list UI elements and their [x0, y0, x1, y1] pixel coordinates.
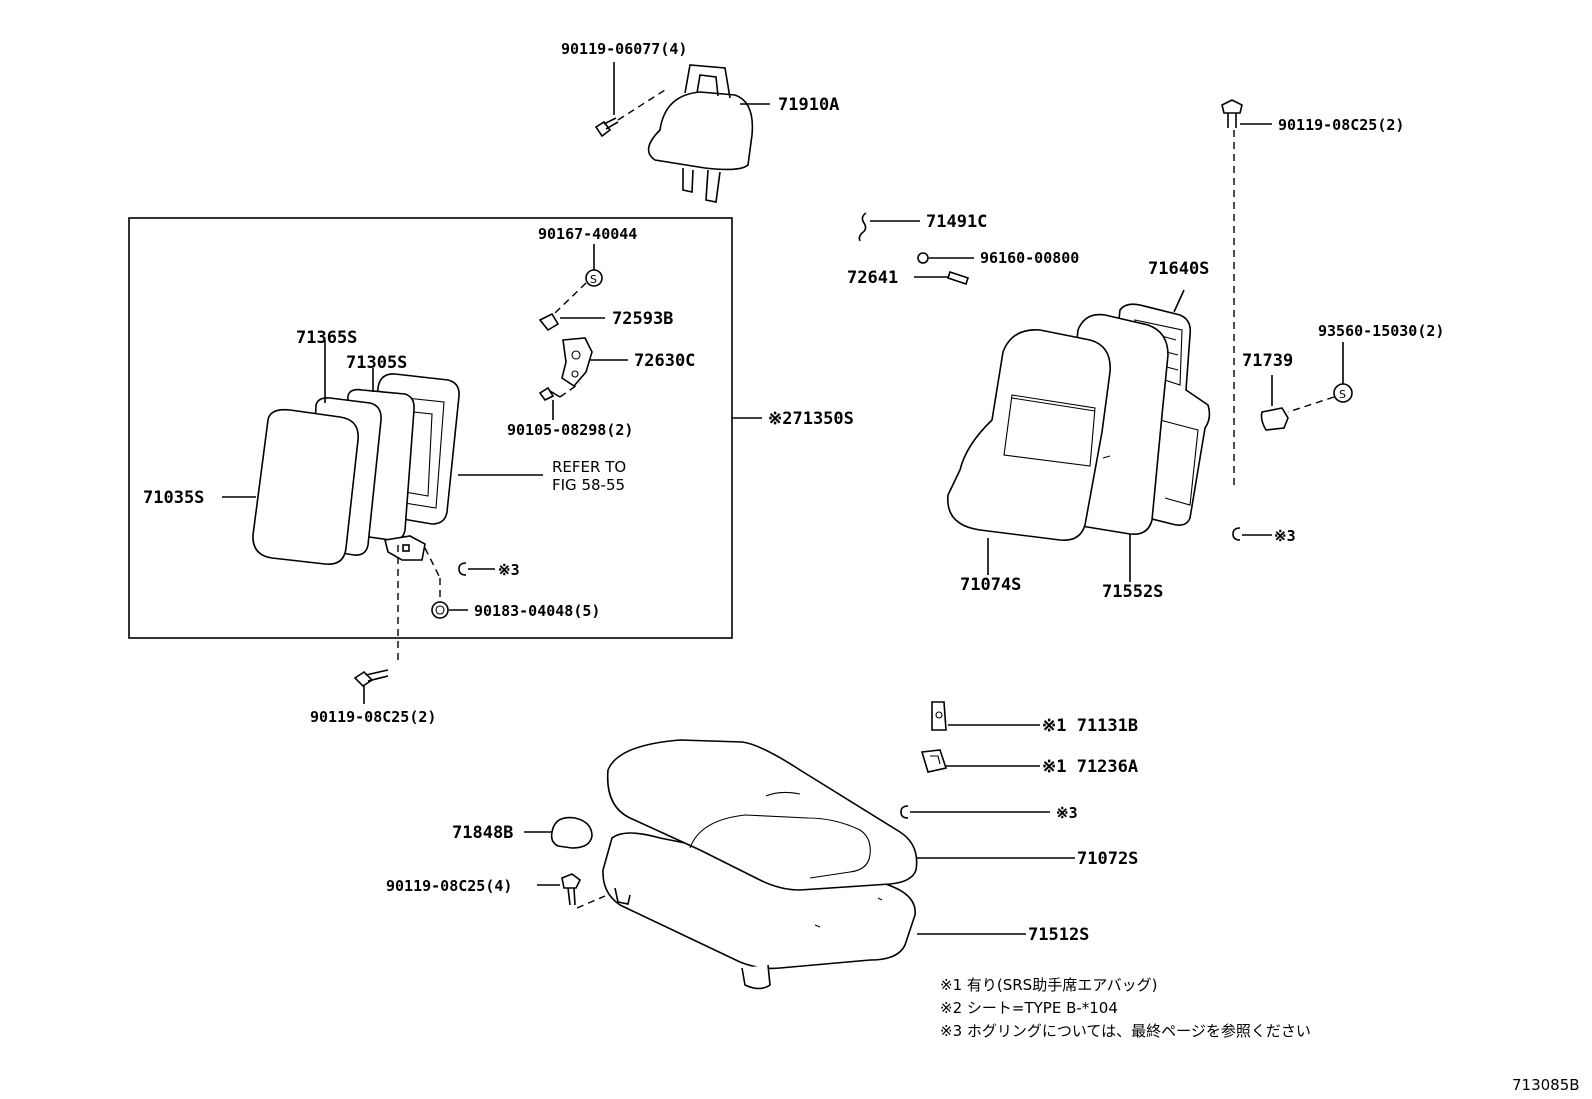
clip-93560-icon: S [1333, 383, 1353, 403]
hog-ring-71491C-icon [858, 212, 867, 242]
dash-line [559, 382, 581, 398]
part-label-96160-00800[interactable]: 96160-00800 [980, 249, 1079, 267]
hog-ring-ref-inner[interactable]: ※3 [498, 561, 520, 579]
part-label-90119-08C25-bottom[interactable]: 90119-08C25(4) [386, 877, 512, 895]
hog-ring-icon [458, 562, 467, 576]
part-label-71491C[interactable]: 71491C [926, 212, 987, 232]
part-label-90119-08C25-top[interactable]: 90119-08C25(2) [1278, 116, 1404, 134]
dash-line [554, 282, 587, 314]
knob-72593B-icon [538, 312, 560, 332]
note-3: ※3 ホグリングについては、最終ページを参照ください [940, 1022, 1311, 1040]
leader-line [1173, 289, 1185, 313]
figure-id: 713085B [1512, 1076, 1580, 1094]
part-label-71305S[interactable]: 71305S [346, 353, 407, 373]
refer-to-text: REFER TO [552, 458, 626, 476]
part-label-90119-08C25-left[interactable]: 90119-08C25(2) [310, 708, 436, 726]
frame-bracket-illustration [384, 535, 426, 561]
pin-72641-icon [946, 270, 970, 286]
part-label-71848B[interactable]: 71848B [452, 823, 513, 843]
part-label-90183-04048[interactable]: 90183-04048(5) [474, 602, 600, 620]
bolt-90105-icon [538, 386, 561, 402]
lock-72630C-icon [561, 337, 593, 388]
knob-71739-icon [1260, 407, 1289, 431]
dash-line [617, 89, 666, 121]
part-label-72630C[interactable]: 72630C [634, 351, 695, 371]
part-label-72641[interactable]: 72641 [847, 268, 898, 288]
part-label-71350S[interactable]: ※271350S [768, 409, 854, 429]
note-1: ※1 有り(SRS助手席エアバッグ) [940, 976, 1157, 994]
cushion-frame-illustration [602, 832, 916, 990]
dash-line [576, 895, 606, 909]
part-label-71640S[interactable]: 71640S [1148, 259, 1209, 279]
bolt-90119-08C25-left-icon [353, 669, 389, 688]
seat-back-cover-illustration [947, 329, 1111, 542]
hog-ring-ref-bottom[interactable]: ※3 [1056, 804, 1078, 822]
bolt-90119-08C25-top-icon [1221, 99, 1243, 128]
knob-71848B-icon [550, 816, 593, 849]
cushion-cover-illustration [606, 739, 918, 891]
refer-fig-text[interactable]: FIG 58-55 [552, 476, 625, 494]
part-label-71552S[interactable]: 71552S [1102, 582, 1163, 602]
assembly-group-box [128, 217, 733, 639]
seat-back-cushion-illustration [252, 373, 460, 565]
nut-90183-icon [431, 601, 449, 619]
clip-71131B-icon [931, 701, 947, 731]
dash-line [424, 547, 441, 579]
hog-ring-bottom-icon [900, 805, 909, 819]
washer-96160-icon [917, 252, 929, 264]
part-label-90167-40044[interactable]: 90167-40044 [538, 225, 637, 243]
hog-ring-ref-right[interactable]: ※3 [1274, 527, 1296, 545]
clip-71236A-icon [920, 749, 948, 773]
bolt-90119-06077-icon [594, 117, 619, 138]
part-label-71236A[interactable]: ※1 71236A [1042, 757, 1138, 777]
part-label-93560-15030[interactable]: 93560-15030(2) [1318, 322, 1444, 340]
part-label-71074S[interactable]: 71074S [960, 575, 1021, 595]
part-label-72593B[interactable]: 72593B [612, 309, 673, 329]
clip-90167-icon: S [585, 269, 603, 287]
part-label-71035S[interactable]: 71035S [143, 488, 204, 508]
dash-line [1287, 396, 1335, 413]
headrest-illustration [647, 64, 754, 203]
part-label-71365S[interactable]: 71365S [296, 328, 357, 348]
part-label-90119-06077[interactable]: 90119-06077(4) [561, 40, 687, 58]
part-label-71131B[interactable]: ※1 71131B [1042, 716, 1138, 736]
hog-ring-right-icon [1232, 527, 1241, 541]
bolt-90119-08C25-bottom-icon [561, 873, 582, 906]
part-label-71910A[interactable]: 71910A [778, 95, 839, 115]
svg-text:S: S [1339, 388, 1346, 401]
part-label-71739[interactable]: 71739 [1242, 351, 1293, 371]
part-label-71512S[interactable]: 71512S [1028, 925, 1089, 945]
part-label-90105-08298[interactable]: 90105-08298(2) [507, 421, 633, 439]
part-label-71072S[interactable]: 71072S [1077, 849, 1138, 869]
note-2: ※2 シート=TYPE B-*104 [940, 999, 1118, 1017]
svg-text:S: S [590, 273, 597, 286]
